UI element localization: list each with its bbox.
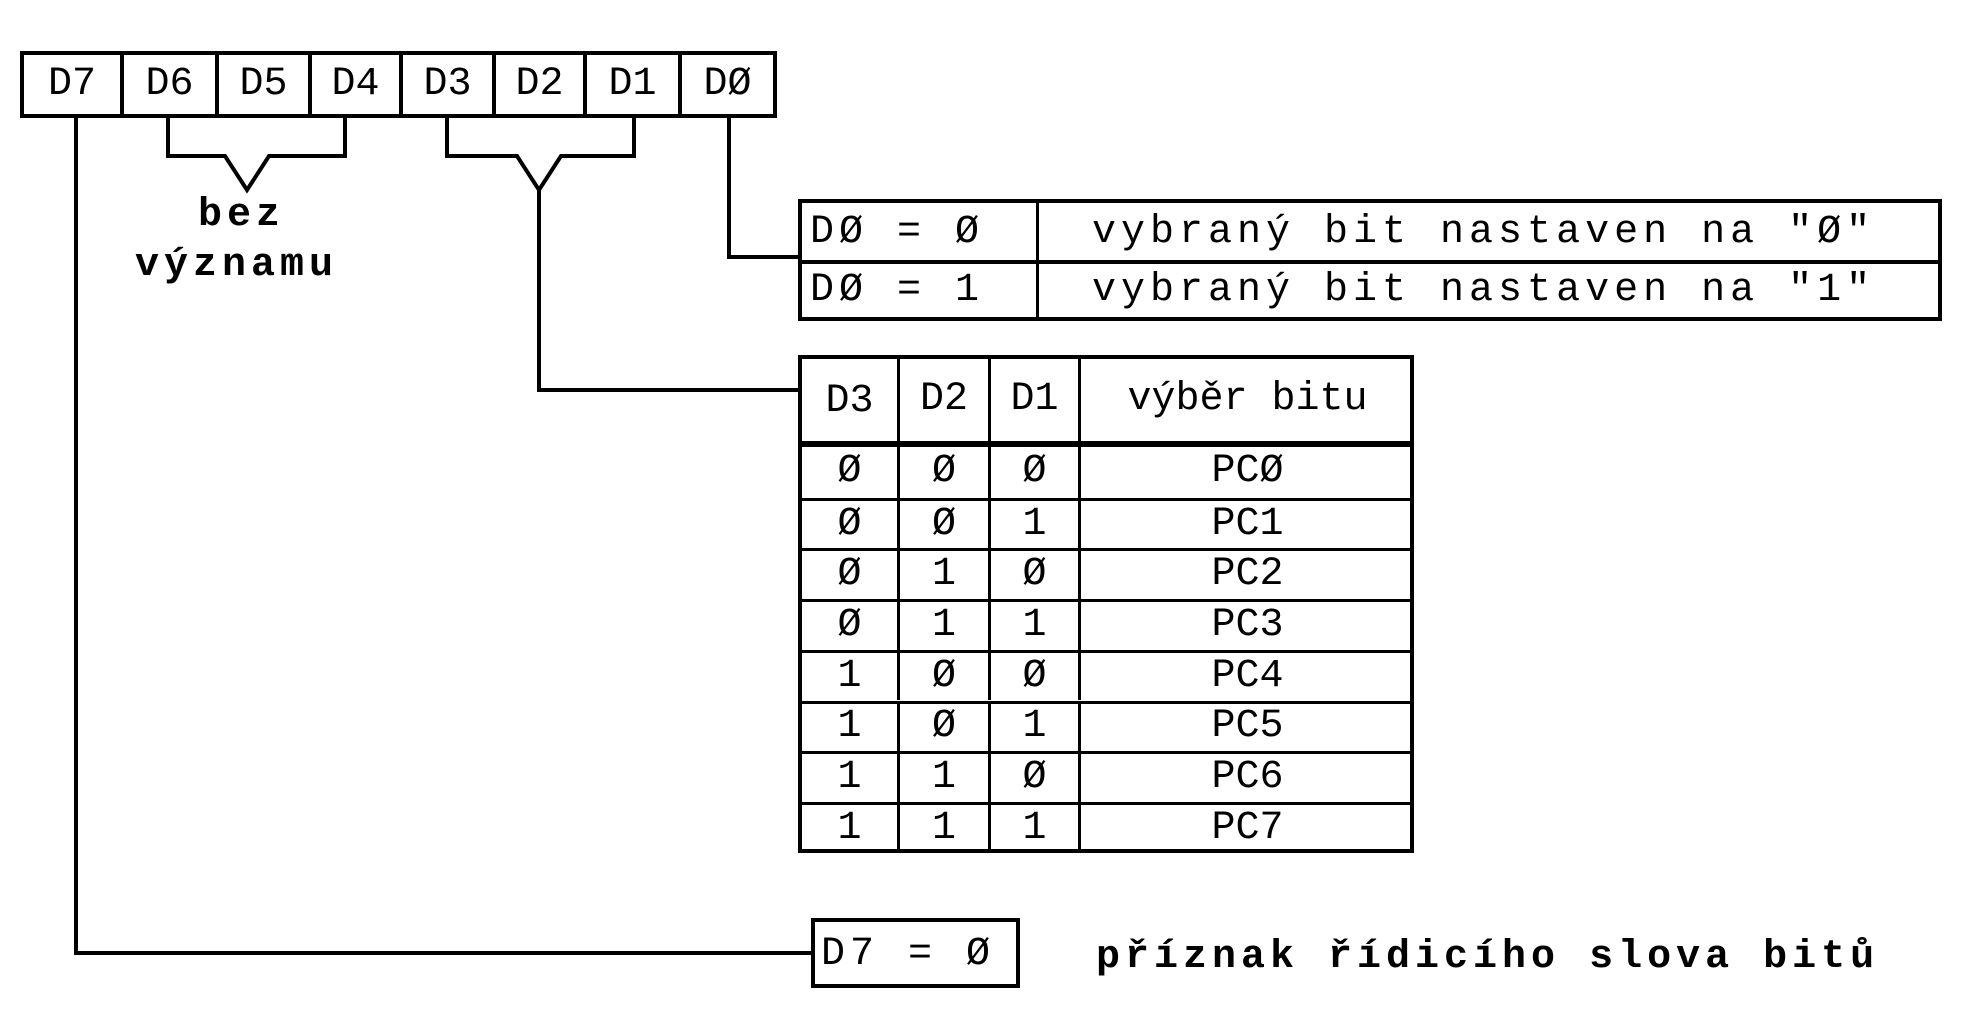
cell-bit: PC6	[1078, 751, 1414, 802]
header-d3: D3	[825, 378, 874, 424]
cell-d1: Ø	[988, 649, 1078, 701]
d7-condition: D7 = Ø	[821, 932, 996, 977]
cell-d3: 1	[802, 801, 897, 853]
cell-d3: 1	[802, 649, 897, 701]
header-d2: D2	[897, 356, 988, 444]
cell-d2: Ø	[897, 497, 988, 549]
cell-bit: PC1	[1078, 497, 1414, 549]
cell-d2: Ø	[897, 649, 988, 701]
d7-flag-box: D7 = Ø	[811, 918, 1020, 988]
cell-bit: PC3	[1078, 599, 1414, 650]
cell-bit: PC7	[1078, 801, 1414, 853]
cell-d3: 1	[802, 700, 897, 752]
connector-d0-table	[727, 118, 798, 259]
cell-d1: Ø	[988, 751, 1078, 802]
cell-d2: 1	[897, 548, 988, 600]
connector-d3-d1-table	[537, 190, 798, 392]
cell-d3: Ø	[837, 449, 862, 495]
register-bit-d4: D4	[308, 51, 399, 118]
cell-d3: Ø	[802, 497, 897, 549]
header-bit-select: výběr bitu	[1078, 356, 1414, 444]
cell-d1: Ø	[988, 548, 1078, 600]
cell-d1: 1	[988, 497, 1078, 549]
cell-d2: 1	[897, 599, 988, 650]
cell-bit: PCØ	[1078, 447, 1414, 498]
cell-d3: Ø	[802, 548, 897, 599]
d0-condition-1: DØ = 1	[810, 268, 985, 313]
d0-condition-0: DØ = Ø	[810, 210, 985, 255]
cell-d2: Ø	[897, 447, 988, 498]
register-bit-d0: DØ	[678, 51, 777, 118]
cell-d1: 1	[988, 801, 1078, 853]
cell-d1: 1	[988, 599, 1078, 650]
register-bit-d3: D3	[399, 51, 492, 118]
unused-label-line1: bez	[198, 193, 286, 238]
register-bit-d2: D2	[492, 51, 583, 118]
d0-meaning-1: vybraný bit nastaven na "1"	[1092, 268, 1876, 313]
cell-d2: Ø	[897, 700, 988, 752]
d0-meaning-0: vybraný bit nastaven na "Ø"	[1092, 210, 1876, 255]
bracket-d6-d4	[166, 118, 347, 194]
header-d1: D1	[988, 356, 1078, 444]
cell-d1: Ø	[988, 447, 1078, 498]
cell-bit: PC5	[1078, 700, 1414, 752]
register-bit-d6: D6	[120, 51, 215, 118]
cell-d1: 1	[988, 700, 1078, 752]
header-divider	[802, 441, 1410, 447]
bracket-d3-d1	[445, 118, 636, 194]
connector-d7-flag	[74, 118, 811, 955]
cell-bit: PC4	[1078, 649, 1414, 701]
cell-bit: PC2	[1078, 548, 1414, 600]
unused-label-line2: významu	[135, 243, 339, 288]
register-bit-d7: D7	[20, 51, 120, 118]
cell-d2: 1	[897, 751, 988, 802]
d7-meaning: příznak řídicího slova bitů	[1096, 935, 1880, 980]
cell-d3: 1	[802, 751, 897, 802]
d0-table-row-divider	[802, 260, 1938, 264]
register-bit-d5: D5	[215, 51, 308, 118]
d0-table: DØ = Ø vybraný bit nastaven na "Ø" DØ = …	[798, 199, 1942, 321]
d0-table-col-divider	[1036, 203, 1039, 317]
cell-d2: 1	[897, 801, 988, 853]
cell-d3: Ø	[802, 599, 897, 650]
register-bit-d1: D1	[583, 51, 678, 118]
